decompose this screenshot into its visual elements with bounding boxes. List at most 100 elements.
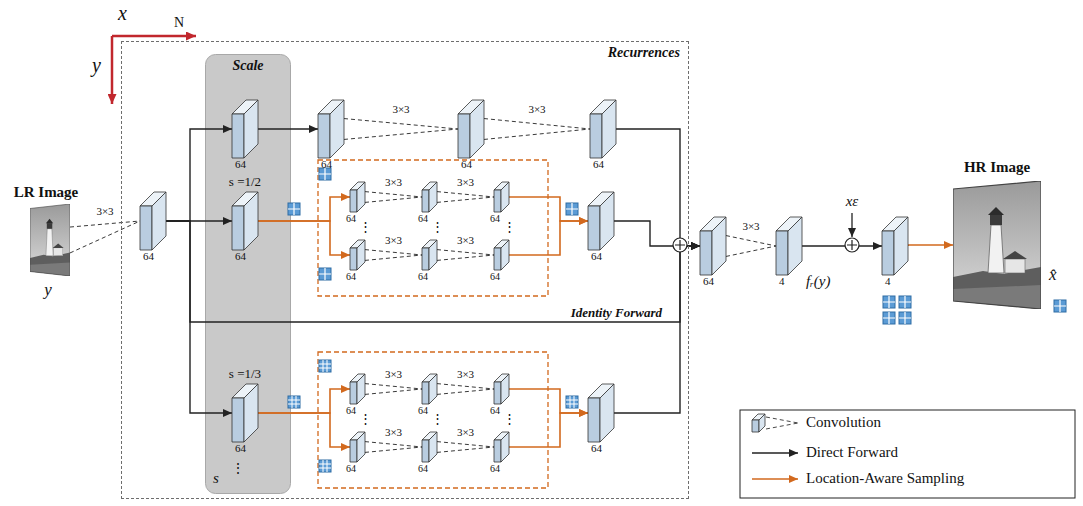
ellipsis: ⋮ (503, 219, 516, 235)
node-label: s =1/2 (229, 174, 261, 190)
feature-block (422, 432, 437, 462)
edge-label: 3×3 (385, 368, 402, 380)
connector (365, 442, 422, 453)
feature-map: 64 (317, 99, 345, 171)
feature-block (422, 182, 437, 212)
feature-block (458, 100, 484, 158)
feature-block (494, 432, 509, 462)
connector (616, 129, 700, 246)
feature-map: 64 (345, 431, 366, 475)
legend-label: Direct Forward (806, 444, 898, 461)
ellipsis: ⋮ (431, 219, 444, 235)
feature-block (350, 432, 365, 462)
ellipsis: ⋮ (359, 219, 372, 235)
image-node: LR Imagey (8, 184, 84, 308)
connector (365, 384, 422, 395)
feature-map: 64 (345, 181, 366, 225)
node-label: fᵣ(y) (806, 273, 831, 290)
node-label: 64 (490, 213, 500, 224)
node-label: 4 (779, 275, 785, 287)
node-label: 64 (235, 442, 246, 454)
edge-label: 3×3 (385, 234, 402, 246)
connector (258, 128, 318, 129)
connector (365, 192, 422, 203)
node-label: 64 (346, 271, 356, 282)
edge-label: Identity Forward (571, 305, 662, 321)
feature-block (494, 240, 509, 270)
node-label: x̂ (1049, 265, 1057, 285)
edge-label: 3×3 (96, 205, 113, 217)
node-label: 64 (490, 405, 500, 416)
node-label: 4 (885, 275, 891, 287)
connector (509, 413, 588, 447)
feature-map: 64 (589, 99, 617, 171)
node-label: s =1/3 (229, 366, 261, 382)
edge-label: 3×3 (457, 234, 474, 246)
connector (509, 221, 588, 255)
noise-input-arrow (851, 213, 852, 237)
feature-block (422, 374, 437, 404)
connector (437, 384, 494, 395)
connector (437, 250, 494, 261)
signal-label: xε (846, 193, 859, 210)
node-label: 64 (418, 213, 428, 224)
feature-map: 64 (699, 216, 727, 288)
feature-block (494, 374, 509, 404)
edge-label: 3×3 (742, 220, 759, 232)
feature-map: s =1/2 64 (228, 173, 262, 263)
feature-map: 64 (489, 373, 510, 417)
feature-map: 64 (345, 239, 366, 283)
node-label: 64 (346, 405, 356, 416)
connector (614, 246, 700, 413)
node-label: 64 (591, 442, 602, 454)
connector (509, 197, 588, 221)
axis-label: N (174, 15, 184, 31)
node-label: 64 (235, 158, 246, 170)
image-node: HR Imagex̂ (945, 159, 1070, 329)
connector (344, 119, 458, 140)
feature-block (588, 384, 614, 442)
node-label: 64 (321, 158, 332, 170)
edge-label: 3×3 (392, 103, 409, 115)
ellipsis: ⋮ (431, 411, 444, 427)
ellipsis: ⋮ (503, 411, 516, 427)
scale-label: s (213, 470, 219, 487)
node-label: 64 (418, 271, 428, 282)
feature-map: 64 (417, 239, 438, 283)
connector (509, 389, 588, 413)
axis-label: x (118, 2, 127, 25)
connector (614, 221, 700, 246)
feature-block (318, 100, 344, 158)
feature-map: 64 (489, 181, 510, 225)
feature-map: 4 fᵣ(y) (775, 216, 832, 291)
ellipsis: ⋮ (359, 411, 372, 427)
feature-map: 64 (489, 431, 510, 475)
node-label: 64 (703, 275, 714, 287)
feature-block (590, 100, 616, 158)
node-label: 64 (490, 463, 500, 474)
axis-label: y (92, 54, 101, 77)
node-label: 64 (346, 463, 356, 474)
node-label: 64 (418, 405, 428, 416)
feature-block (232, 384, 258, 442)
edge-label: 3×3 (528, 103, 545, 115)
node-label: 64 (461, 158, 472, 170)
edge-label: 3×3 (385, 176, 402, 188)
feature-map: 64 (489, 239, 510, 283)
connector (365, 250, 422, 261)
feature-block (776, 217, 802, 275)
feature-block (422, 240, 437, 270)
node-label: 64 (235, 250, 246, 262)
legend-label: Convolution (806, 414, 881, 431)
feature-map: 64 (139, 191, 167, 263)
connector (726, 236, 776, 257)
connector (908, 245, 953, 246)
feature-map: s =1/3 64 (228, 365, 262, 455)
feature-block (350, 240, 365, 270)
scale-band: Scale64s =1/264s =1/364 (205, 54, 291, 494)
